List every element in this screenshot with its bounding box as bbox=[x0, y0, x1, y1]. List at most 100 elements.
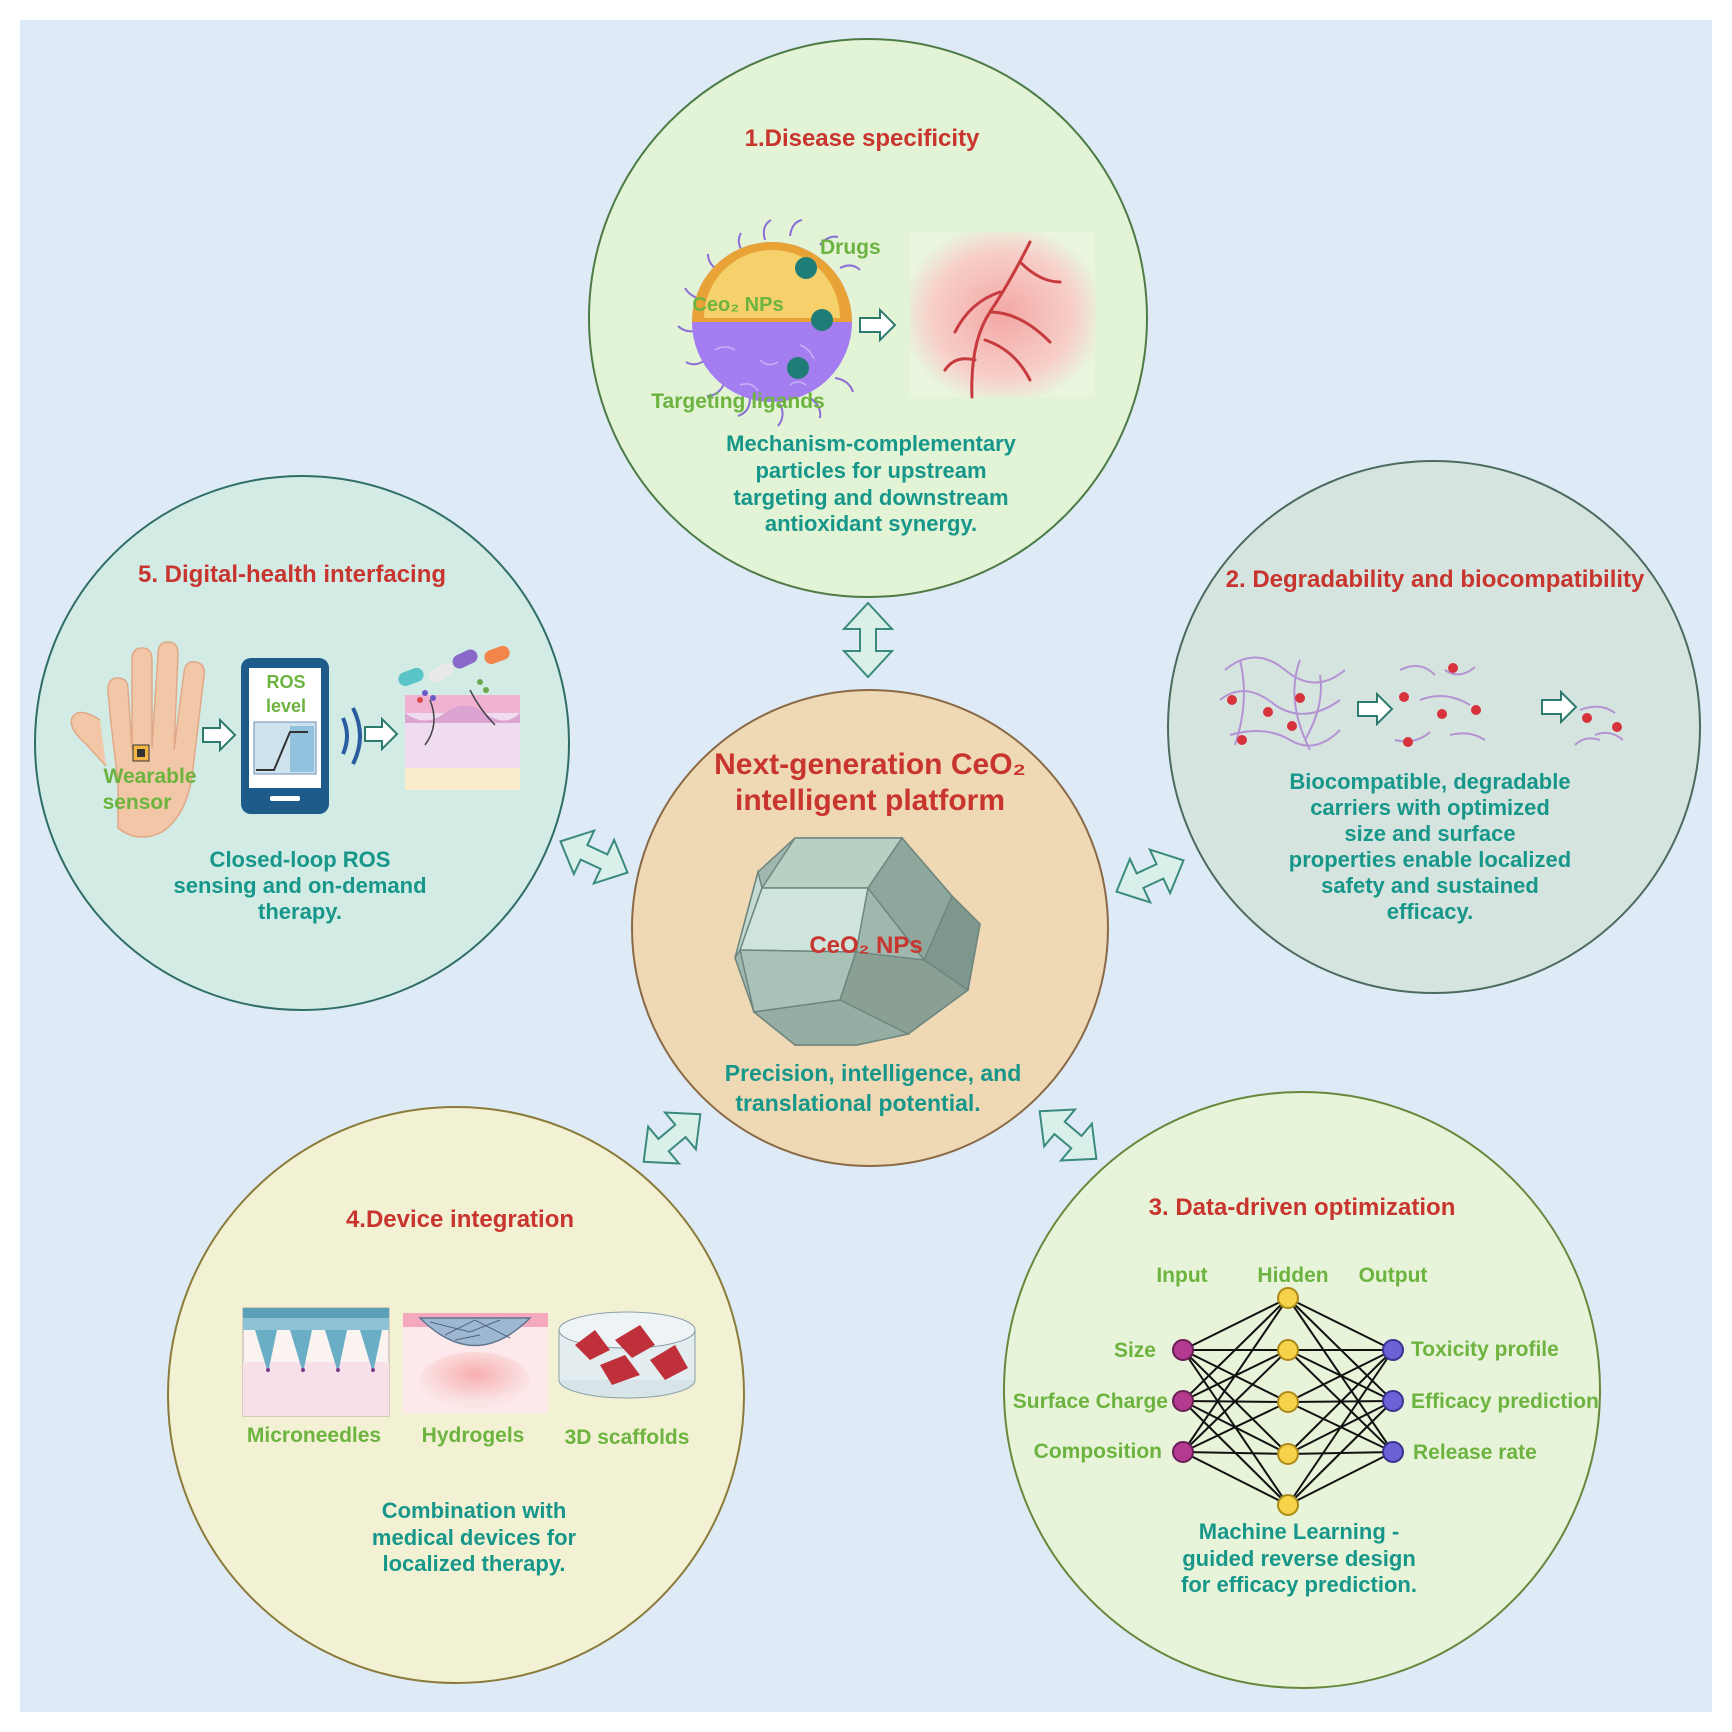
panel5-desc-line2: sensing and on-demand bbox=[173, 873, 427, 898]
center-desc-line2: translational potential. bbox=[735, 1090, 981, 1116]
arrow-center-panel1 bbox=[841, 601, 895, 679]
nn-edge-h4-out0 bbox=[1287, 1349, 1394, 1506]
arrow-center-panel3 bbox=[1038, 1108, 1098, 1162]
panel3-desc-line3: for efficacy prediction. bbox=[1181, 1572, 1417, 1597]
nn-edge-in2-h0 bbox=[1182, 1297, 1289, 1453]
panel4-desc-line2: medical devices for bbox=[371, 1525, 577, 1550]
panel1-desc-line3: targeting and downstream bbox=[733, 485, 1009, 510]
nn-hidden-node-3 bbox=[1277, 1443, 1299, 1465]
nn-input-size: Size bbox=[1113, 1339, 1156, 1362]
nn-output-release-rate: Release rate bbox=[1413, 1441, 1537, 1464]
panel1-desc-line1: Mechanism-complementary bbox=[726, 431, 1016, 456]
nn-col-input: Input bbox=[1156, 1264, 1208, 1287]
nn-hidden-node-4 bbox=[1277, 1494, 1299, 1516]
panel2-desc-line1: Biocompatible, degradable bbox=[1289, 769, 1571, 794]
center-title-line2: intelligent platform bbox=[735, 784, 1005, 817]
nn-input-node-1 bbox=[1172, 1390, 1194, 1412]
panel2-title: 2. Degradability and biocompatibility bbox=[1225, 566, 1645, 593]
nn-edge-in1-h0 bbox=[1182, 1297, 1289, 1402]
panel2-desc-line2: carriers with optimized bbox=[1310, 795, 1550, 820]
panel3-desc-line2: guided reverse design bbox=[1182, 1546, 1416, 1571]
nn-output-node-0 bbox=[1382, 1339, 1404, 1361]
nn-edge-in2-h3 bbox=[1182, 1451, 1289, 1455]
panel3-title: 3. Data-driven optimization bbox=[1148, 1194, 1456, 1221]
panel2-desc-line3: size and surface bbox=[1344, 821, 1516, 846]
panel2-desc-line5: safety and sustained bbox=[1321, 873, 1539, 898]
nn-hidden-node-2 bbox=[1277, 1391, 1299, 1413]
phone-level-label: level bbox=[265, 696, 307, 716]
center-desc-line1: Precision, intelligence, and bbox=[724, 1060, 1022, 1086]
nn-edge-h4-out2 bbox=[1287, 1451, 1394, 1506]
nn-col-output: Output bbox=[1358, 1264, 1428, 1287]
skin-drug-release-icon bbox=[398, 645, 520, 790]
device-microneedles: Microneedles bbox=[246, 1424, 382, 1447]
panel5-desc-line1: Closed-loop ROS bbox=[209, 847, 391, 872]
device-hydrogels: Hydrogels bbox=[421, 1424, 525, 1447]
arrow-right-icon bbox=[364, 716, 399, 752]
smartphone-icon bbox=[241, 658, 329, 814]
panel2-desc-line4: properties enable localized bbox=[1288, 847, 1572, 872]
nn-output-node-1 bbox=[1382, 1390, 1404, 1412]
panel1-desc-line2: particles for upstream bbox=[755, 458, 987, 483]
label-targeting-ligands: Targeting ligands bbox=[651, 390, 825, 413]
nanoparticle-icon bbox=[677, 219, 861, 427]
nn-input-node-0 bbox=[1172, 1339, 1194, 1361]
phone-ros-label: ROS bbox=[266, 672, 306, 692]
neural-network-connections bbox=[1182, 1297, 1394, 1506]
panel4-desc-line3: localized therapy. bbox=[382, 1551, 566, 1576]
sensor-label: sensor bbox=[102, 791, 172, 814]
nn-hidden-node-1 bbox=[1277, 1339, 1299, 1361]
nn-edge-in0-h0 bbox=[1182, 1297, 1289, 1351]
label-ceo2-nps: Ceo₂ NPs bbox=[692, 294, 784, 316]
panel2-circle bbox=[1167, 460, 1701, 994]
nn-edge-in2-h2 bbox=[1182, 1401, 1289, 1453]
nn-input-node-2 bbox=[1172, 1441, 1194, 1463]
panel3-circle bbox=[1003, 1091, 1601, 1689]
panel5-desc-line3: therapy. bbox=[258, 899, 342, 924]
arrow-center-panel2 bbox=[1115, 847, 1185, 905]
nn-edge-h3-out0 bbox=[1287, 1349, 1394, 1455]
nn-edge-in2-h4 bbox=[1182, 1451, 1289, 1506]
device-3d-scaffolds: 3D scaffolds bbox=[564, 1426, 690, 1449]
panel4-desc-line1: Combination with bbox=[381, 1498, 567, 1523]
nn-hidden-node-0 bbox=[1277, 1287, 1299, 1309]
wearable-label: Wearable bbox=[103, 765, 197, 788]
arrow-center-panel5 bbox=[559, 828, 629, 886]
arrow-right-icon bbox=[1541, 689, 1578, 725]
arrow-right-icon bbox=[859, 307, 897, 343]
degradation-icon bbox=[1219, 656, 1624, 751]
nn-edge-h2-out0 bbox=[1287, 1349, 1394, 1403]
panel1-title: 1.Disease specificity bbox=[744, 125, 980, 152]
arrow-right-icon bbox=[1357, 691, 1394, 727]
panel5-title: 5. Digital-health interfacing bbox=[137, 561, 447, 588]
double-arrows bbox=[559, 601, 1185, 1165]
scaffold-icon bbox=[558, 1311, 696, 1399]
neural-network-nodes bbox=[1172, 1287, 1404, 1516]
degradation-particles bbox=[1227, 663, 1622, 747]
microneedles-icon bbox=[242, 1307, 390, 1417]
nn-edge-h4-out1 bbox=[1287, 1400, 1394, 1506]
hand-icon bbox=[70, 641, 206, 838]
signal-waves-icon bbox=[341, 707, 362, 765]
nn-col-hidden: Hidden bbox=[1257, 1264, 1329, 1287]
panel2-desc-line6: efficacy. bbox=[1386, 899, 1474, 924]
nn-input-surface-charge: Surface Charge bbox=[1012, 1390, 1168, 1413]
nn-output-toxicity: Toxicity profile bbox=[1411, 1338, 1559, 1361]
arrow-right-icon bbox=[202, 717, 237, 753]
nn-edge-in2-h1 bbox=[1182, 1349, 1289, 1453]
label-drugs: Drugs bbox=[820, 236, 881, 259]
nn-output-efficacy: Efficacy prediction bbox=[1411, 1390, 1599, 1413]
panel3-desc-line1: Machine Learning - bbox=[1198, 1519, 1400, 1544]
nn-edge-h0-out0 bbox=[1287, 1297, 1394, 1351]
panel1-desc-line4: antioxidant synergy. bbox=[764, 511, 978, 536]
center-particle-label: CeO₂ NPs bbox=[809, 932, 923, 959]
inflamed-vessel-icon bbox=[910, 232, 1095, 399]
arrow-center-panel4 bbox=[642, 1111, 702, 1165]
ceo2-nanoparticle-icon bbox=[734, 836, 981, 1046]
center-title-line1: Next-generation CeO₂ bbox=[714, 748, 1026, 781]
nn-input-composition: Composition bbox=[1033, 1440, 1162, 1463]
nn-output-node-2 bbox=[1382, 1441, 1404, 1463]
hydrogel-icon bbox=[403, 1313, 548, 1413]
